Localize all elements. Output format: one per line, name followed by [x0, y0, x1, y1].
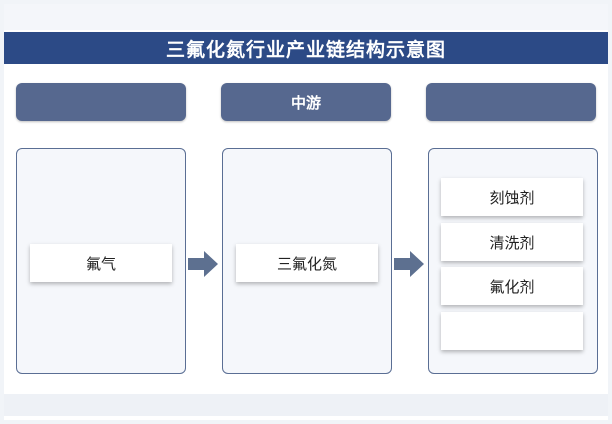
top-strip	[4, 4, 608, 30]
stage-header-midstream: 中游	[221, 83, 391, 121]
midstream-item-nf3: 三氟化氮	[236, 244, 378, 282]
stage-header-downstream	[426, 83, 596, 121]
upstream-item-fluorine: 氟气	[30, 244, 172, 282]
downstream-item-fluorinating-agent: 氟化剂	[441, 267, 583, 305]
downstream-item-etchant: 刻蚀剂	[441, 178, 583, 216]
downstream-item-blank	[441, 312, 583, 350]
bottom-strip	[4, 394, 608, 416]
right-arrow-icon	[188, 251, 218, 277]
downstream-item-cleaner: 清洗剂	[441, 223, 583, 261]
stage-header-upstream	[16, 83, 186, 121]
diagram-title: 三氟化氮行业产业链结构示意图	[4, 32, 608, 64]
right-arrow-icon	[394, 251, 424, 277]
